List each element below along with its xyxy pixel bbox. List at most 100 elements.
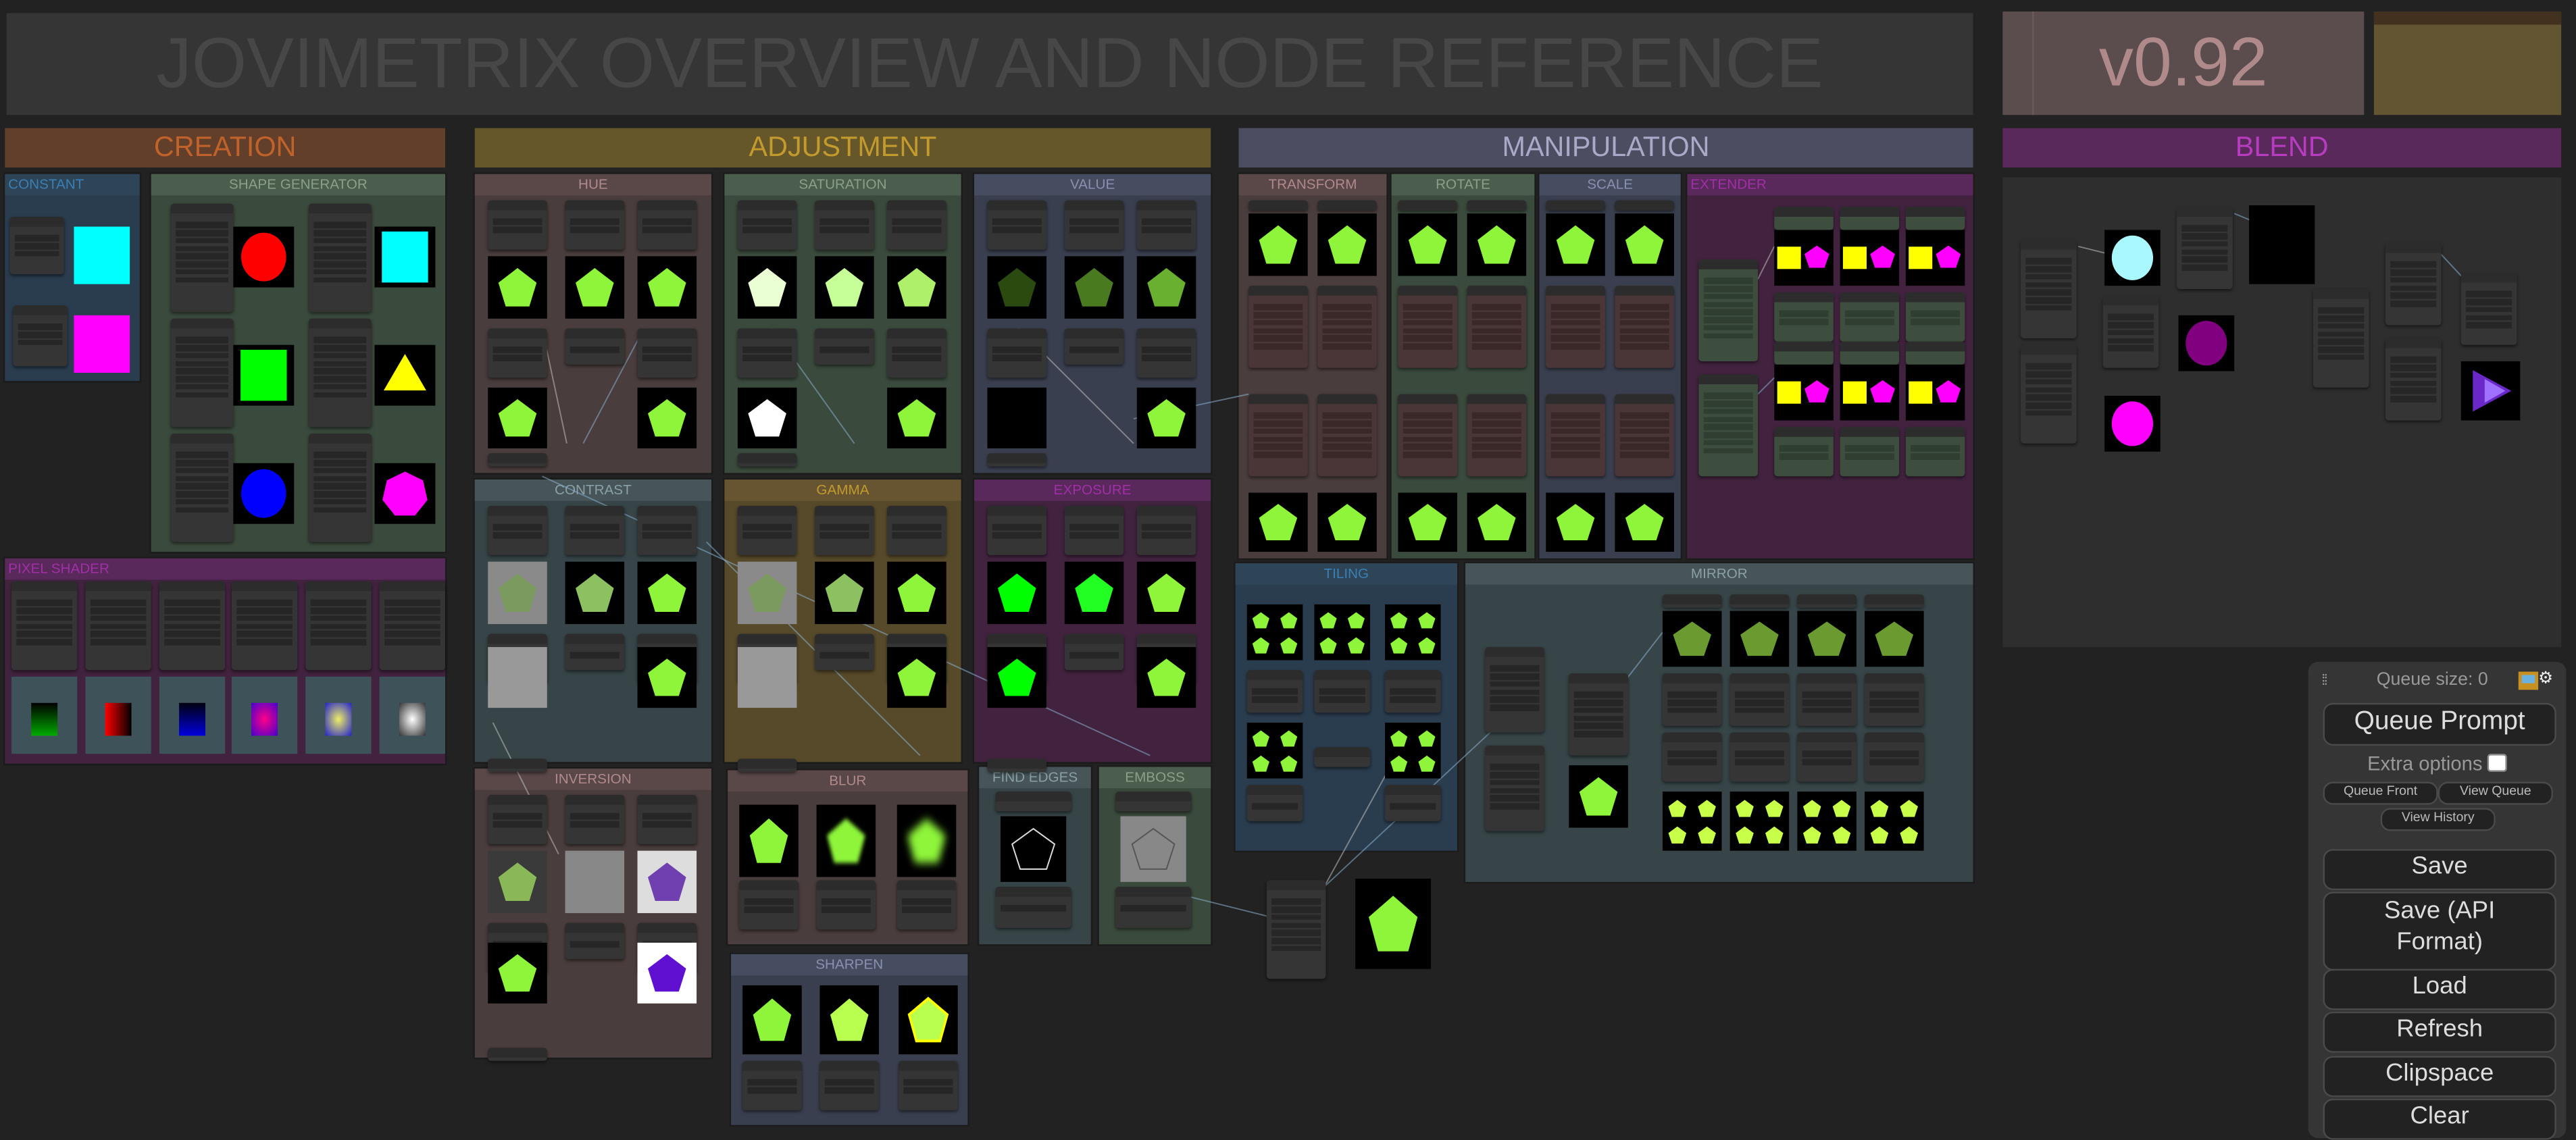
node[interactable] — [9, 216, 64, 275]
node-widget[interactable] — [176, 507, 229, 513]
node-widget[interactable] — [2390, 277, 2437, 284]
node-header[interactable] — [232, 581, 299, 592]
node-widget[interactable] — [992, 355, 1042, 361]
node-widget[interactable] — [742, 355, 792, 361]
node-header[interactable] — [1840, 292, 1900, 303]
node-widget[interactable] — [1490, 803, 1540, 810]
node-header[interactable] — [1865, 673, 1924, 683]
node-header[interactable] — [987, 633, 1047, 644]
node-widget[interactable] — [311, 600, 367, 606]
node-widget[interactable] — [1322, 451, 1372, 458]
node-header[interactable] — [1398, 200, 1457, 211]
node-widget[interactable] — [1322, 436, 1372, 442]
node[interactable] — [1246, 670, 1303, 713]
category-blend[interactable]: BLEND — [2002, 128, 2562, 168]
node-widget[interactable] — [176, 392, 229, 398]
load-button[interactable]: Load — [2323, 968, 2556, 1010]
node-header[interactable] — [1797, 732, 1857, 743]
node-widget[interactable] — [1667, 758, 1717, 765]
node-widget[interactable] — [313, 253, 367, 259]
node[interactable] — [1662, 673, 1722, 726]
node-widget[interactable] — [2318, 338, 2365, 345]
node-widget[interactable] — [1490, 764, 1540, 770]
node-header[interactable] — [1615, 394, 1674, 405]
node-widget[interactable] — [313, 392, 367, 398]
node-header[interactable] — [1064, 328, 1124, 338]
node-header[interactable] — [565, 794, 625, 805]
node-widget[interactable] — [1869, 699, 1919, 706]
node-header[interactable] — [1774, 341, 1834, 352]
node-widget[interactable] — [1619, 311, 1669, 318]
node-header[interactable] — [379, 581, 446, 592]
node[interactable] — [1546, 200, 1605, 211]
node-widget[interactable] — [1619, 420, 1669, 427]
node[interactable] — [1136, 200, 1196, 250]
node[interactable] — [488, 1047, 547, 1061]
node-widget[interactable] — [1703, 301, 1753, 308]
node-header[interactable] — [11, 581, 78, 592]
node[interactable] — [737, 200, 797, 250]
node-header[interactable] — [1384, 785, 1441, 795]
node[interactable] — [2313, 288, 2369, 388]
node-widget[interactable] — [1471, 444, 1521, 450]
node[interactable] — [1248, 394, 1308, 477]
node-widget[interactable] — [747, 1079, 797, 1085]
node-widget[interactable] — [1573, 723, 1623, 729]
node-widget[interactable] — [176, 467, 229, 474]
node-widget[interactable] — [742, 226, 792, 233]
node[interactable] — [1064, 633, 1124, 671]
node-header[interactable] — [1729, 673, 1790, 683]
node-widget[interactable] — [2390, 380, 2437, 386]
node-widget[interactable] — [992, 524, 1042, 530]
node-widget[interactable] — [1734, 707, 1784, 714]
node-widget[interactable] — [384, 631, 440, 638]
node-widget[interactable] — [742, 218, 792, 225]
node-widget[interactable] — [1253, 436, 1303, 442]
node[interactable] — [1774, 341, 1834, 365]
node-widget[interactable] — [1802, 692, 1852, 698]
node[interactable] — [565, 633, 625, 671]
node-widget[interactable] — [176, 368, 229, 375]
node-widget[interactable] — [1667, 707, 1717, 714]
node-header[interactable] — [488, 200, 547, 211]
node-widget[interactable] — [1619, 444, 1669, 450]
node-header[interactable] — [1840, 427, 1900, 437]
node-widget[interactable] — [2025, 371, 2072, 378]
node[interactable] — [1064, 505, 1124, 555]
node-widget[interactable] — [2390, 301, 2437, 307]
node-widget[interactable] — [18, 339, 63, 346]
node-widget[interactable] — [1844, 453, 1894, 459]
node-header[interactable] — [737, 200, 797, 211]
node-widget[interactable] — [90, 600, 146, 606]
node-widget[interactable] — [176, 498, 229, 505]
node-header[interactable] — [2313, 288, 2369, 299]
node-widget[interactable] — [90, 639, 146, 645]
node-widget[interactable] — [1550, 319, 1600, 326]
node-widget[interactable] — [1142, 524, 1192, 530]
node-widget[interactable] — [1490, 689, 1540, 695]
node-header[interactable] — [1064, 633, 1124, 644]
node-widget[interactable] — [902, 906, 951, 912]
node-header[interactable] — [739, 880, 799, 891]
node-header[interactable] — [170, 318, 234, 329]
empty-note-node[interactable] — [2373, 11, 2562, 115]
node-widget[interactable] — [1703, 432, 1753, 438]
node[interactable] — [1248, 200, 1308, 211]
node-widget[interactable] — [2025, 289, 2072, 296]
node[interactable] — [1246, 785, 1303, 821]
node-widget[interactable] — [2107, 330, 2154, 336]
node-header[interactable] — [2385, 242, 2442, 253]
node-widget[interactable] — [14, 235, 59, 241]
node-widget[interactable] — [1403, 311, 1453, 318]
node-header[interactable] — [1246, 670, 1303, 680]
node-widget[interactable] — [1271, 922, 1321, 929]
node[interactable] — [1729, 732, 1790, 782]
node-widget[interactable] — [1703, 286, 1753, 292]
node-header[interactable] — [2021, 240, 2077, 250]
node-widget[interactable] — [2107, 345, 2154, 352]
node-widget[interactable] — [16, 600, 72, 606]
node-widget[interactable] — [1802, 699, 1852, 706]
node-widget[interactable] — [2390, 364, 2437, 371]
node[interactable] — [1314, 747, 1371, 767]
node-widget[interactable] — [1322, 311, 1372, 318]
